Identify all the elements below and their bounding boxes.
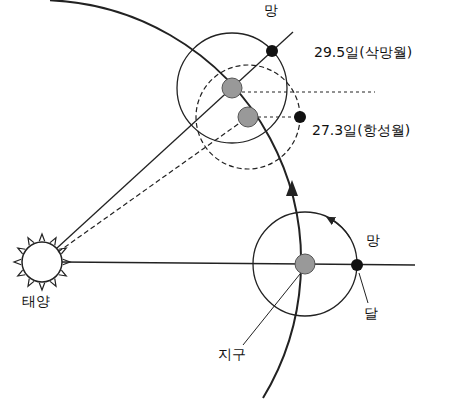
leader-line	[359, 273, 368, 303]
body-label: 지구	[218, 346, 246, 363]
moon-orbit	[253, 212, 357, 316]
phase-label: 망	[264, 2, 278, 19]
sun-earth-dashed	[58, 117, 248, 252]
body-label: 태양	[22, 293, 50, 310]
moon-orbit-dashed	[196, 65, 300, 169]
sun-earth-line	[57, 32, 293, 248]
period-label: 27.3일(항성월)	[312, 122, 410, 139]
sun-symbol	[14, 234, 70, 290]
earth-orbit	[50, 0, 301, 398]
moon	[294, 111, 306, 123]
sun-earth-line	[62, 262, 305, 264]
body-label: 달	[364, 305, 378, 322]
earth	[238, 107, 258, 127]
earth	[222, 78, 242, 98]
earth	[295, 254, 315, 274]
moon-orbit	[177, 33, 287, 143]
orbit-arrow	[286, 180, 298, 196]
phase-label: 망	[366, 232, 380, 249]
moon	[266, 45, 278, 57]
moon-orbit-arrow	[330, 219, 350, 238]
leader-line	[243, 274, 300, 345]
moon	[351, 259, 363, 271]
reference-line	[242, 92, 375, 93]
period-label: 29.5일(삭망월)	[314, 44, 412, 61]
